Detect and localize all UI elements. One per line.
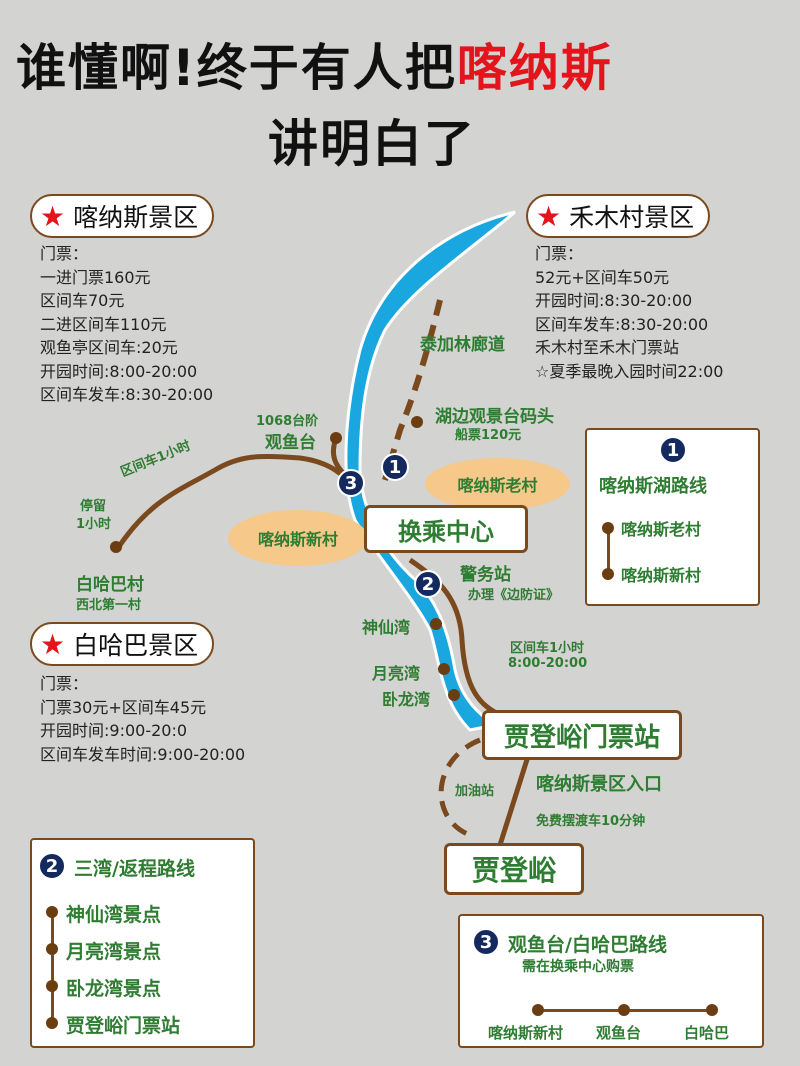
taigalin-label: 泰加林廊道 [420,335,505,355]
route3-subtitle: 需在换乘中心购票 [522,959,634,975]
transfer-center: 换乘中心 [364,505,528,553]
route1-line [607,528,610,574]
title-line1: 谁懂啊!终于有人把喀纳斯 [16,39,613,97]
baihaba-label: ★白哈巴景区 [30,622,215,666]
permit-label: 办理《边防证》 [468,588,560,603]
badge-1: 1 [381,453,409,481]
route2-card: 2 三湾/返程路线 神仙湾景点 月亮湾景点 卧龙湾景点 贾登峪门票站 [30,838,255,1048]
star-icon: ★ [40,627,66,661]
old-village: 喀纳斯老村 [425,458,570,510]
shenxian-dot [430,618,442,630]
hemu-label: ★禾木村景区 [526,194,711,238]
wolong-dot [448,689,460,701]
route3-title: 观鱼台/白哈巴路线 [508,934,667,956]
badge-3: 3 [337,469,365,497]
route3-dot [532,1004,544,1016]
route2-dot [46,906,58,918]
route3-card: 3 观鱼台/白哈巴路线 需在换乘中心购票 喀纳斯新村 观鱼台 白哈巴 [458,914,764,1048]
wolong-label: 卧龙湾 [382,690,431,709]
route2-stop: 月亮湾景点 [66,941,162,963]
route3-badge: 3 [472,928,500,956]
route1-title: 喀纳斯湖路线 [599,476,707,497]
route2-stop: 神仙湾景点 [66,904,162,926]
route2-dot [46,943,58,955]
yueliang-label: 月亮湾 [372,664,421,683]
route-taigalin [382,299,443,481]
badge-2: 2 [414,570,442,598]
kanas-label: ★喀纳斯景区 [30,194,215,238]
route3-stop: 白哈巴 [684,1024,730,1042]
jiadengyu-gate: 贾登峪门票站 [482,710,682,760]
entrance-label: 喀纳斯景区入口 [536,774,662,795]
route3-stop: 观鱼台 [596,1024,642,1042]
pier-ticket: 船票120元 [455,428,522,443]
star-icon: ★ [40,199,66,233]
route1-dot [602,568,614,580]
stay-duration: 1小时 [76,517,112,532]
new-village: 喀纳斯新村 [228,510,368,566]
shenxian-label: 神仙湾 [362,618,411,637]
pier-label: 湖边观景台码头 [435,407,554,427]
steps-label: 1068台阶 [256,414,319,429]
route2-dot [46,980,58,992]
guanyutai-dot [330,432,342,444]
route3-stop: 喀纳斯新村 [488,1024,564,1042]
star-icon: ★ [536,199,562,233]
route3-dot [706,1004,718,1016]
route2-badge: 2 [38,852,66,880]
bus-time-label: 区间车1小时 [510,641,585,656]
route1-card: 1 喀纳斯湖路线 喀纳斯老村 喀纳斯新村 [585,428,760,606]
jiadengyu: 贾登峪 [444,843,584,895]
route-shuttle [497,749,533,846]
route-baihaba [115,453,358,550]
route1-dot [602,522,614,534]
gas-label: 加油站 [455,784,495,799]
route2-title: 三湾/返程路线 [74,858,195,880]
kanas-info: 门票：一进门票160元区间车70元二进区间车110元观鱼亭区间车:20元开园时间… [40,244,214,404]
route3-dot [618,1004,630,1016]
title-line2: 讲明白了 [268,115,476,173]
route1-badge: 1 [659,436,687,464]
route-gas [438,737,481,838]
route2-stop: 贾登峪门票站 [66,1015,181,1037]
baihaba-village: 白哈巴村 [76,575,144,595]
stay-label: 停留 [80,499,107,514]
route1-stop: 喀纳斯老村 [621,520,702,539]
police-label: 警务站 [460,565,511,585]
route1-stop: 喀纳斯新村 [621,566,702,585]
yueliang-dot [438,663,450,675]
route2-stop: 卧龙湾景点 [66,978,162,1000]
shuttle-label: 免费摆渡车10分钟 [536,814,646,829]
guanyutai-label: 观鱼台 [265,433,316,453]
pier-dot [411,416,423,428]
baihaba-dot [110,541,122,553]
baihaba-sub: 西北第一村 [76,598,142,613]
bus-hours-label: 8:00-20:00 [508,656,588,671]
route2-line [51,910,54,1025]
route2-dot [46,1017,58,1029]
